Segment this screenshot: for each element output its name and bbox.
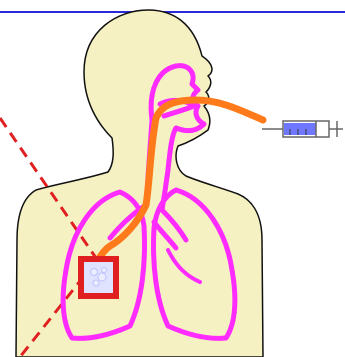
syringe-icon	[262, 121, 343, 137]
